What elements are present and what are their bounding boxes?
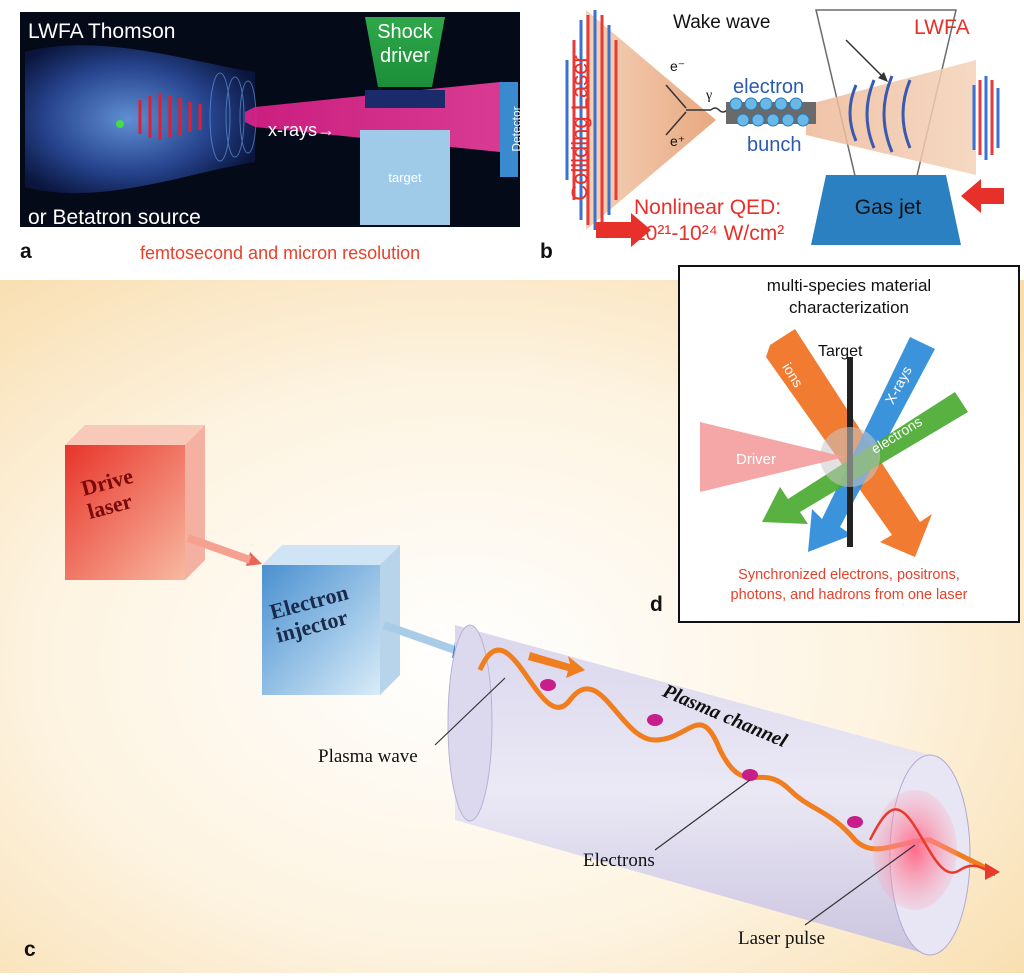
plasma-wave-label: Plasma wave [318,746,418,767]
interaction-glow [820,427,880,487]
left-red-arrow [596,213,651,247]
colliding-laser-cone [586,10,716,230]
colliding-laser-label: Colliding Laser [567,55,592,201]
panel-c-figure [0,280,1024,973]
panel-c: Drive laser Electron injector Plasma cha… [0,280,1024,973]
panel-b: Colliding Laser Wake wave LWFA e⁻ e⁺ γ e… [536,0,1024,270]
shock-driver-label: Shock driver [377,21,433,67]
electron-bunch [729,97,810,127]
panel-d-letter: d [650,593,663,616]
panel-a-title: LWFA Thomson [28,20,176,43]
xrays-label: x-rays→ [268,120,335,140]
panel-d-figure [700,329,968,557]
target-block [360,130,450,225]
panel-b-letter: b [540,240,553,263]
panel-a-caption: femtosecond and micron resolution [140,243,421,263]
wake-wave-label: Wake wave [673,12,771,33]
laser-pulse-leader [804,844,916,926]
panel-c-letter: c [24,938,36,961]
lwfa-laser-pulse [972,76,1000,160]
lwfa-laser-cone [806,60,976,175]
right-red-arrow [961,179,1004,213]
gas-jet [811,175,961,245]
panel-b-figure [565,9,1004,247]
drive-to-injector-arrow [188,542,262,566]
laser-pulse-stripes [138,94,202,140]
panel-a: LWFA Thomson or Betatron source Shock dr… [20,12,524,263]
gamma-symbol: γ [706,88,713,103]
shock-driver [365,17,445,87]
laser-pulse-glow [873,790,957,910]
electron-bunch-label-1: electron [733,76,805,98]
detector [500,82,518,177]
panel-a-subtitle: or Betatron source [28,206,201,229]
plasma-wave-leader [434,677,506,746]
detector-label: Detector [509,106,524,152]
electrons-label: Electrons [583,850,655,871]
injector-to-channel-arrow [382,621,457,654]
panel-d-title: multi-species material characterization [766,276,932,317]
target-label-d: Target [818,343,863,360]
target-label: target [388,170,422,185]
panel-a-figure [20,12,520,227]
colliding-laser-pulse [565,10,618,230]
panel-d-caption: Synchronized electrons, positrons, photo… [730,567,968,603]
electron-bunch-label-2: bunch [747,134,802,156]
electrons-leader [654,779,751,851]
wake-wave-arcs [848,75,912,153]
positron-symbol: e⁺ [670,133,686,149]
laser-pulse-wave [868,808,996,877]
panel-a-letter: a [20,240,32,263]
electron-symbol: e⁻ [670,58,686,74]
electron-dots [540,679,863,828]
driver-label: Driver [736,451,776,468]
gas-jet-label: Gas jet [854,196,922,219]
panel-d: multi-species material characterization … [650,265,1020,623]
laser-pulse-label: Laser pulse [738,928,826,949]
wake-wave-arrow [845,39,887,81]
lwfa-label: LWFA [914,16,970,39]
qed-label-line2: 10²¹-10²⁴ W/cm² [634,222,785,245]
electron-injector-box [262,545,400,695]
propagation-arrow [528,652,585,678]
qed-label-line1: Nonlinear QED: [634,196,782,219]
driver-cone [700,422,845,492]
plasma-wave-line [477,647,992,873]
